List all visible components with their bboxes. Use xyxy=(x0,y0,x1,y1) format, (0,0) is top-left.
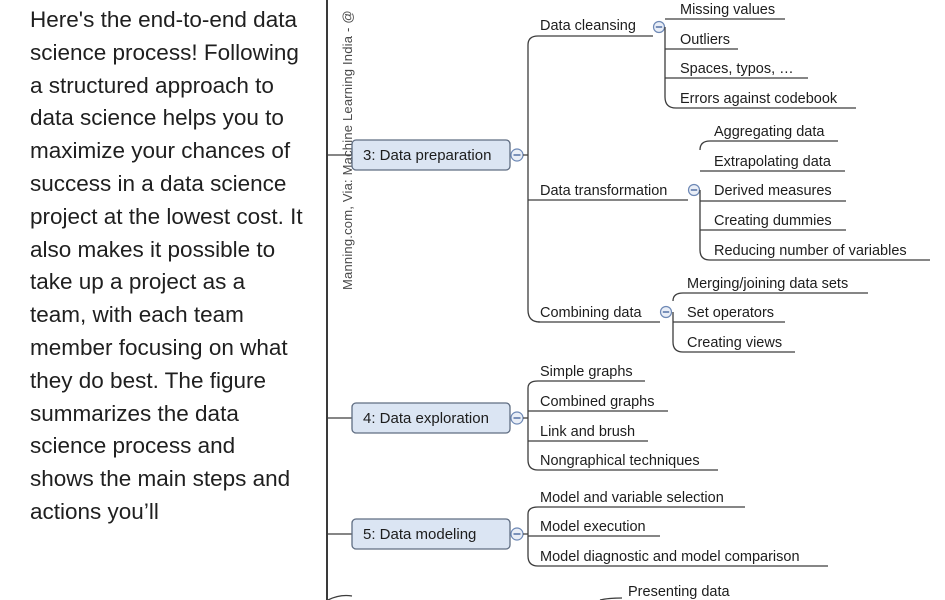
vertical-divider xyxy=(326,0,328,600)
leaf-group-data-exploration: Simple graphs Combined graphs Link and b… xyxy=(538,364,718,471)
leaf-nongraphical-techniques: Nongraphical techniques xyxy=(540,453,700,469)
leaf-model-and-variable-selection: Model and variable selection xyxy=(540,490,724,506)
leaf-derived-measures: Derived measures xyxy=(714,183,832,199)
leaf-simple-graphs: Simple graphs xyxy=(540,364,633,380)
leaf-reducing-number-of-variables: Reducing number of variables xyxy=(714,243,907,259)
leaf-group-data-transformation: Aggregating data Extrapolating data Deri… xyxy=(710,124,930,261)
leaf-group-combining-data: Merging/joining data sets Set operators … xyxy=(683,276,868,353)
leaf-extrapolating-data: Extrapolating data xyxy=(714,154,832,170)
leaf-link-and-brush: Link and brush xyxy=(540,424,635,440)
leaf-errors-against-codebook: Errors against codebook xyxy=(680,91,838,107)
leaf-group-data-cleansing: Missing values Outliers Spaces, typos, …… xyxy=(676,2,856,109)
leaf-outliers: Outliers xyxy=(680,32,730,48)
step-box-data-modeling xyxy=(351,518,511,550)
leaf-creating-dummies: Creating dummies xyxy=(714,213,832,229)
leaf-model-diagnostic-comparison: Model diagnostic and model comparison xyxy=(540,549,800,565)
leaf-creating-views: Creating views xyxy=(687,335,782,351)
leaf-model-execution: Model execution xyxy=(540,519,646,535)
leaf-spaces-typos: Spaces, typos, … xyxy=(680,61,794,77)
branch-label-combining-data: Combining data xyxy=(540,305,642,321)
leaf-missing-values: Missing values xyxy=(680,2,775,18)
leaf-merging-joining-data-sets: Merging/joining data sets xyxy=(687,276,848,292)
leaf-combined-graphs: Combined graphs xyxy=(540,394,654,410)
leaf-set-operators: Set operators xyxy=(687,305,774,321)
step-box-data-exploration xyxy=(351,402,511,434)
intro-paragraph: Here's the end-to-end data science proce… xyxy=(30,7,303,524)
step-label-data-preparation: 3: Data preparation xyxy=(363,147,491,164)
step-label-data-exploration: 4: Data exploration xyxy=(363,410,489,427)
step-label-data-modeling: 5: Data modeling xyxy=(363,526,476,543)
leaf-aggregating-data: Aggregating data xyxy=(714,124,825,140)
step-box-data-preparation xyxy=(351,139,511,171)
branch-label-data-transformation: Data transformation xyxy=(540,183,667,199)
branch-label-data-cleansing: Data cleansing xyxy=(540,18,636,34)
leaf-presenting-data: Presenting data xyxy=(628,584,731,600)
leaf-group-data-modeling: Model and variable selection Model execu… xyxy=(538,490,828,567)
